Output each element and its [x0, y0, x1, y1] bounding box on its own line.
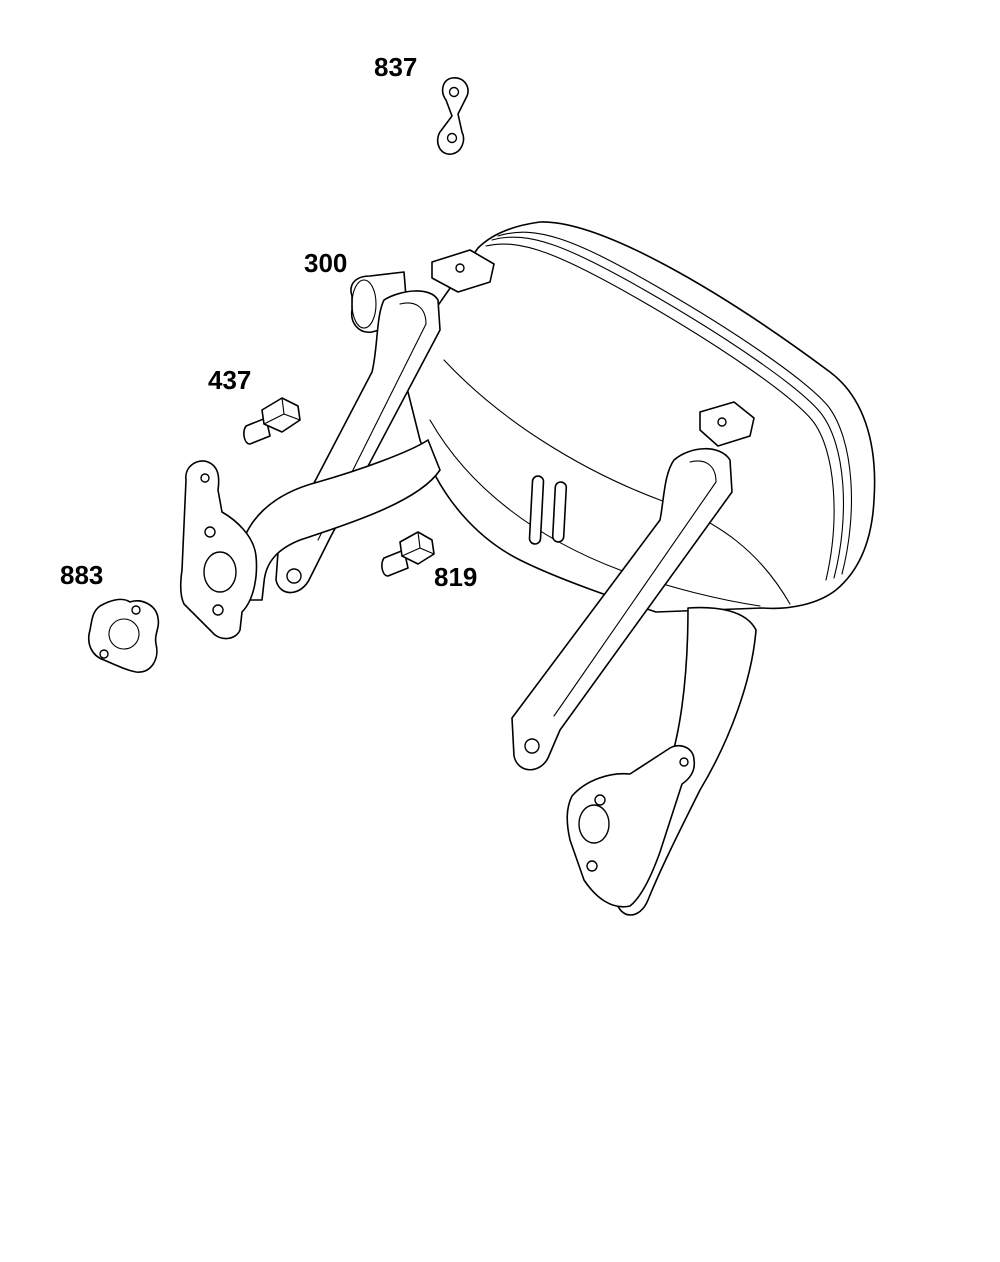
- part-819-bolt[interactable]: [381, 531, 435, 577]
- callout-837: 837: [374, 52, 418, 82]
- part-300-muffler[interactable]: [179, 221, 876, 916]
- callout-883: 883: [60, 560, 104, 590]
- callout-437: 437: [208, 365, 252, 395]
- callout-819: 819: [434, 562, 478, 592]
- part-837-strap[interactable]: [436, 77, 469, 155]
- part-883-gasket[interactable]: [88, 598, 160, 673]
- part-437-bolt[interactable]: [243, 397, 301, 445]
- callout-300: 300: [304, 248, 348, 278]
